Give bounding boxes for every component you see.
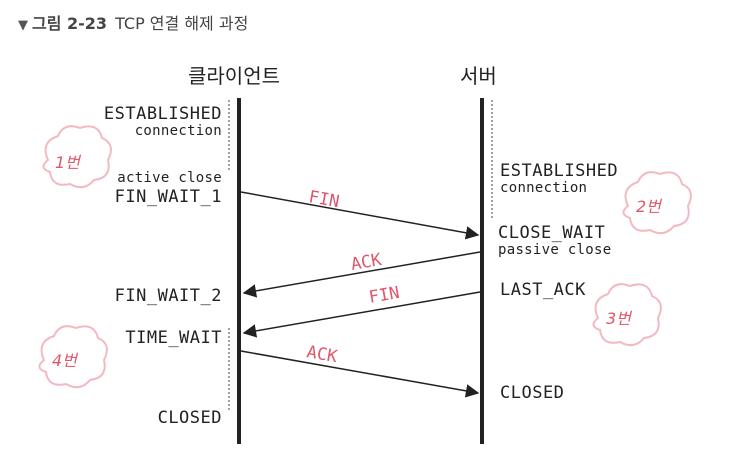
msg-label-2: ACK: [349, 250, 383, 275]
badge-2-text: 2번: [636, 197, 663, 216]
client-fin-wait-1-label: FIN_WAIT_1: [114, 187, 222, 207]
server-header: 서버: [460, 64, 497, 88]
client-fin-wait-2-label: FIN_WAIT_2: [114, 286, 222, 306]
msg-arrow-2: [242, 251, 481, 298]
client-header: 클라이언트: [188, 64, 280, 88]
server-closed-label: CLOSED: [500, 383, 565, 403]
msg-arrow-3: [242, 291, 481, 338]
caption-triangle-icon: ▼: [18, 18, 28, 33]
caption-title: TCP 연결 해제 과정: [115, 14, 249, 33]
badge-4: 4번: [38, 325, 108, 389]
msg-arrow-1: [240, 191, 480, 240]
server-connection-label: connection: [500, 180, 588, 196]
msg-label-3: FIN: [367, 283, 401, 308]
client-time-wait-label: TIME_WAIT: [125, 328, 222, 348]
badge-1: 1번: [42, 125, 112, 189]
server-close-wait-label: CLOSE_WAIT: [498, 223, 606, 243]
server-established-label: ESTABLISHED: [500, 161, 619, 181]
badge-4-text: 4번: [52, 351, 79, 370]
client-connection-label: connection: [134, 123, 222, 139]
msg-label-1: FIN: [307, 187, 341, 212]
client-active-close-label: active close: [117, 170, 222, 186]
server-last-ack-label: LAST_ACK: [500, 280, 586, 300]
client-established-label: ESTABLISHED: [103, 104, 222, 124]
badge-3: 3번: [592, 283, 662, 347]
server-passive-close-label: passive close: [498, 242, 612, 258]
badge-2: 2번: [622, 171, 692, 235]
badge-1-text: 1번: [55, 153, 82, 172]
msg-arrow-4: [240, 350, 480, 398]
badge-3-text: 3번: [606, 309, 633, 328]
caption-number: 그림 2-23: [32, 14, 108, 33]
figure-caption: ▼ 그림 2-23 TCP 연결 해제 과정: [18, 10, 248, 34]
client-closed-label: CLOSED: [157, 408, 222, 428]
